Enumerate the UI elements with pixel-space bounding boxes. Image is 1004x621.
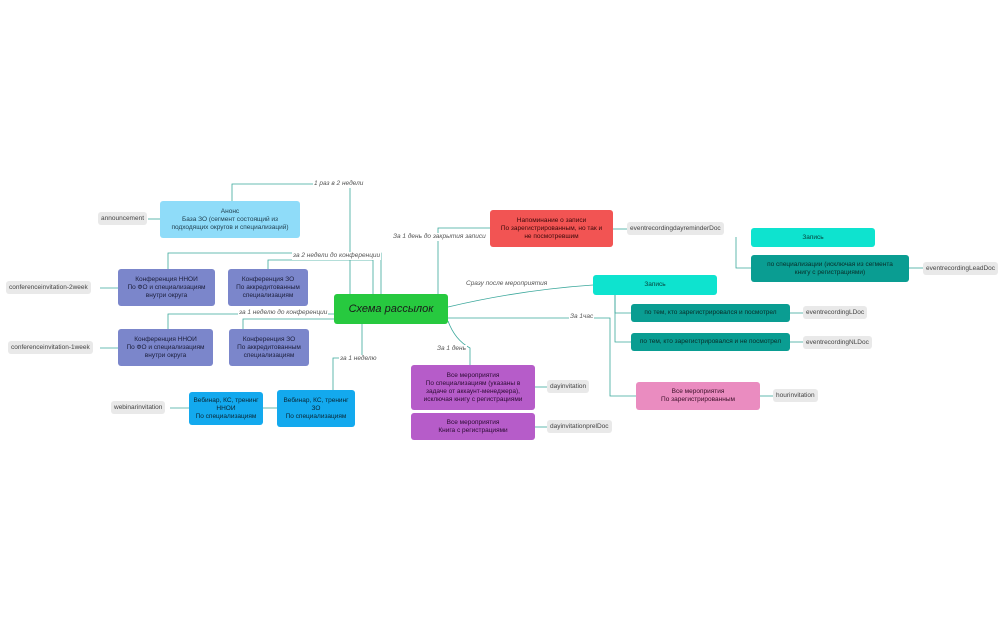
- edge-label-two-weeks: за 2 недели до конференции: [292, 252, 382, 260]
- tag-day-inv[interactable]: dayinvitation: [547, 380, 590, 393]
- record-watched-text: по тем, кто зарегистрировался и посмотре…: [644, 309, 777, 316]
- conf-zo-2week-text: Конференция ЗО По аккредитованным специа…: [236, 275, 300, 299]
- edge-conf-zo-2week: [267, 259, 374, 296]
- edge-record: [447, 284, 594, 308]
- edge-label-one-hour: За 1час: [569, 313, 595, 321]
- conf-zo-1week-text: Конференция ЗО По аккредитованным специа…: [237, 335, 301, 359]
- webinar-nnoi-text: Вебинар, КС, тренинг ННОИ По специализац…: [193, 396, 259, 420]
- webinar-nnoi-node[interactable]: Вебинар, КС, тренинг ННОИ По специализац…: [189, 392, 263, 425]
- conf-zo-2week-node[interactable]: Конференция ЗО По аккредитованным специа…: [228, 269, 308, 306]
- record-top-node[interactable]: Запись: [751, 228, 875, 247]
- tag-recording-l[interactable]: eventrecordingLDoc: [803, 306, 868, 319]
- reminder-text: Напоминание о записи По зарегистрированн…: [500, 216, 603, 240]
- record-watched-node[interactable]: по тем, кто зарегистрировался и посмотре…: [631, 304, 790, 322]
- conf-nnoi-1week-text: Конференция ННОИ По ФО и специализациям …: [126, 335, 205, 359]
- tag-webinar[interactable]: webinarinvitation: [111, 401, 166, 414]
- all-events-registered-node[interactable]: Все мероприятия По зарегистрированным: [636, 382, 760, 410]
- reminder-node[interactable]: Напоминание о записи По зарегистрированн…: [490, 210, 613, 247]
- edge-label-one-week-conf: за 1 неделю до конференции: [238, 309, 329, 317]
- record-spec-node[interactable]: по специализации (исключая из сегмента к…: [751, 255, 909, 282]
- record-spec-text: по специализации (исключая из сегмента к…: [767, 260, 893, 276]
- conf-nnoi-2week-text: Конференция ННОИ По ФО и специализациям …: [127, 275, 206, 299]
- edge-record-not-watched: [614, 294, 631, 343]
- edge-record-watched: [614, 294, 631, 314]
- tag-recording-nl[interactable]: eventrecordingNLDoc: [803, 336, 872, 349]
- root-label: Схема рассылок: [348, 303, 434, 315]
- tag-conf-1week[interactable]: conferenceinvitation-1week: [8, 341, 93, 354]
- tag-announcement[interactable]: announcement: [98, 212, 148, 225]
- webinar-zo-node[interactable]: Вебинар, КС, тренинг ЗО По специализация…: [277, 390, 355, 427]
- edge-hour: [448, 317, 636, 397]
- root-node[interactable]: Схема рассылок: [334, 294, 448, 324]
- all-events-registered-text: Все мероприятия По зарегистрированным: [661, 388, 735, 403]
- edge-conf-zo-1week: [242, 318, 334, 329]
- edge-conf-2week: [167, 252, 382, 296]
- conf-zo-1week-node[interactable]: Конференция ЗО По аккредитованным специа…: [229, 329, 309, 366]
- tag-reminder-doc[interactable]: eventrecordingdayreminderDoc: [627, 222, 724, 235]
- announce-text: Анонс База ЗО (сегмент состоящий из подх…: [171, 207, 289, 231]
- tag-conf-2week[interactable]: conferenceinvitation-2week: [6, 281, 91, 294]
- edge-announce: [231, 183, 351, 296]
- edge-label-day-before-close: За 1 день до закрытия записи: [392, 233, 487, 241]
- record-main-text: Запись: [644, 281, 666, 288]
- edge-label-one-day: За 1 день: [436, 345, 468, 353]
- conf-nnoi-1week-node[interactable]: Конференция ННОИ По ФО и специализациям …: [118, 329, 213, 366]
- webinar-zo-text: Вебинар, КС, тренинг ЗО По специализация…: [283, 396, 349, 420]
- edge-day: [447, 320, 471, 365]
- edge-label-right-after: Сразу после мероприятия: [465, 280, 549, 288]
- conf-nnoi-2week-node[interactable]: Конференция ННОИ По ФО и специализациям …: [118, 269, 215, 306]
- tag-day-inv-prel[interactable]: dayinvitationprelDoc: [547, 420, 612, 433]
- record-not-watched-text: по тем, кто зарегистрировался и не посмо…: [639, 338, 782, 345]
- tag-hour-inv[interactable]: hourinvitation: [773, 389, 818, 402]
- record-main-node[interactable]: Запись: [593, 275, 717, 295]
- edge-record-top: [735, 237, 751, 269]
- tag-lead-doc[interactable]: eventrecordingLeadDoc: [923, 262, 999, 275]
- announce-node[interactable]: Анонс База ЗО (сегмент состоящий из подх…: [160, 201, 300, 238]
- edge-label-biweekly: 1 раз в 2 недели: [313, 180, 365, 188]
- all-events-book-text: Все мероприятия Книга с регистрациями: [438, 418, 508, 434]
- all-events-spec-text: Все мероприятия По специализациям (указа…: [423, 371, 523, 403]
- all-events-spec-node[interactable]: Все мероприятия По специализациям (указа…: [411, 365, 535, 410]
- record-top-text: Запись: [802, 233, 824, 241]
- edge-reminder: [437, 227, 490, 296]
- record-not-watched-node[interactable]: по тем, кто зарегистрировался и не посмо…: [631, 333, 790, 351]
- all-events-book-node[interactable]: Все мероприятия Книга с регистрациями: [411, 413, 535, 440]
- edge-label-one-week: за 1 неделю: [339, 355, 378, 363]
